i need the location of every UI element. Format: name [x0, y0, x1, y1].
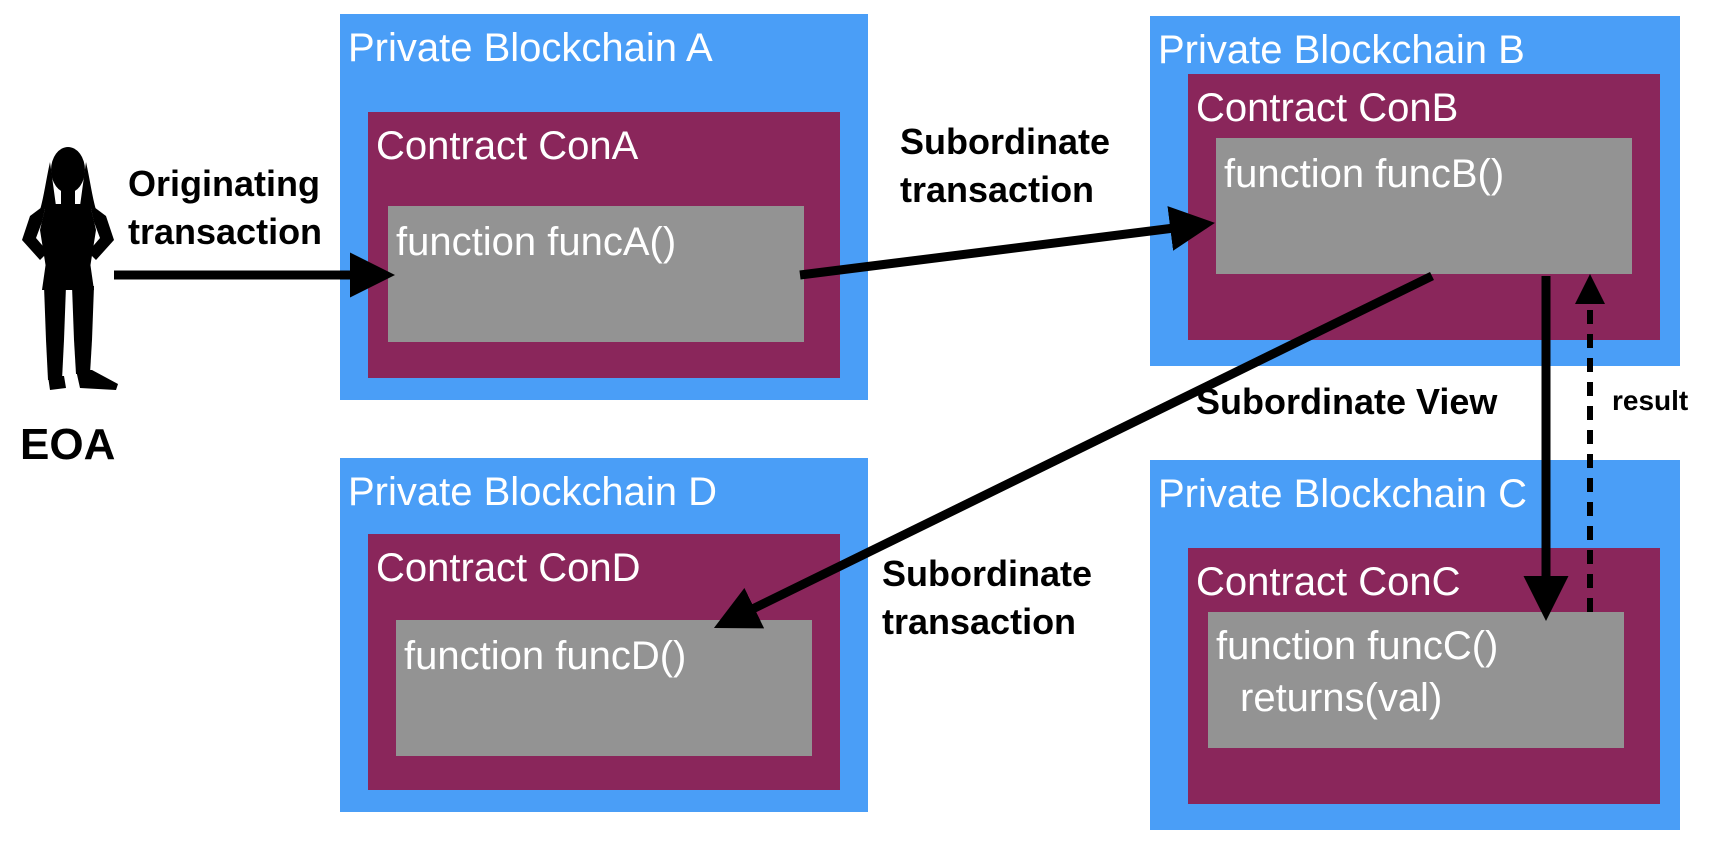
- contract-cona: Contract ConA function funcA(): [368, 112, 840, 378]
- blockchain-d: Private Blockchain D Contract ConD funct…: [340, 458, 868, 812]
- blockchain-c: Private Blockchain C Contract ConC funct…: [1150, 460, 1680, 830]
- subordinate-view-label: Subordinate View: [1196, 381, 1498, 422]
- subordinate-transaction-bd-line2: transaction: [882, 601, 1077, 642]
- function-funcb-signature: function funcB(): [1224, 152, 1505, 196]
- subordinate-transaction-ab-label: Subordinate transaction: [900, 118, 1110, 214]
- blockchain-a: Private Blockchain A Contract ConA funct…: [340, 14, 868, 400]
- subordinate-transaction-bd-label: Subordinate transaction: [882, 550, 1092, 646]
- function-funcc-returns: returns(val): [1240, 676, 1443, 720]
- subordinate-transaction-ab-line1: Subordinate: [900, 121, 1111, 162]
- blockchain-c-title: Private Blockchain C: [1158, 472, 1528, 516]
- subordinate-transaction-ab-line2: transaction: [900, 169, 1095, 210]
- result-label: result: [1612, 385, 1689, 416]
- blockchain-b: Private Blockchain B Contract ConB funct…: [1150, 16, 1680, 366]
- function-funcd: function funcD(): [396, 620, 812, 756]
- contract-conc-title: Contract ConC: [1196, 560, 1461, 604]
- subordinate-transaction-ab-arrow: [799, 206, 1215, 280]
- subordinate-transaction-bd-line1: Subordinate: [882, 553, 1093, 594]
- eoa-label: EOA: [20, 420, 116, 469]
- contract-cona-title: Contract ConA: [376, 124, 639, 168]
- function-funcc-signature: function funcC(): [1216, 624, 1499, 668]
- function-funcc: function funcC() returns(val): [1208, 612, 1624, 748]
- function-funca: function funcA(): [388, 206, 804, 342]
- subordinate-transaction-bd-arrow: [713, 271, 1434, 629]
- contract-conb-title: Contract ConB: [1196, 86, 1459, 130]
- person-silhouette-icon: [22, 147, 118, 390]
- originating-transaction-line1: Originating: [128, 163, 320, 204]
- function-funca-signature: function funcA(): [396, 220, 677, 264]
- function-funcd-signature: function funcD(): [404, 634, 687, 678]
- function-funcb: function funcB(): [1216, 138, 1632, 274]
- contract-cond: Contract ConD function funcD(): [368, 534, 840, 790]
- contract-cond-title: Contract ConD: [376, 546, 641, 590]
- blockchain-b-title: Private Blockchain B: [1158, 28, 1525, 72]
- originating-transaction-label: Originating transaction: [128, 160, 322, 256]
- blockchain-d-title: Private Blockchain D: [348, 470, 718, 514]
- contract-conc: Contract ConC function funcC() returns(v…: [1188, 548, 1660, 804]
- originating-transaction-line2: transaction: [128, 211, 323, 252]
- blockchain-a-title: Private Blockchain A: [348, 26, 713, 70]
